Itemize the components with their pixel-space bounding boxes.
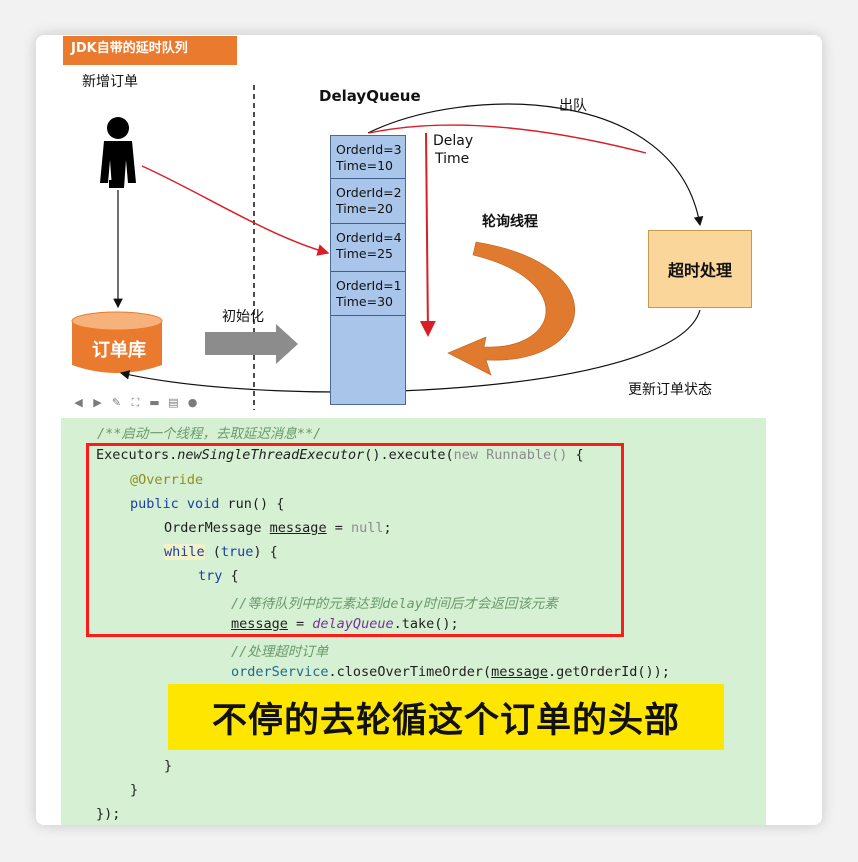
- code-line: }: [164, 758, 173, 774]
- order-time: Time=10: [336, 158, 393, 173]
- code-token: ;: [383, 520, 392, 536]
- update-status-label: 更新订单状态: [628, 382, 712, 398]
- code-token: message: [231, 616, 288, 632]
- queue-title: DelayQueue: [319, 87, 421, 105]
- order-time: Time=25: [336, 246, 393, 261]
- code-token: OrderMessage: [164, 520, 270, 536]
- code-token: ) {: [253, 544, 278, 560]
- code-line: }: [130, 782, 139, 798]
- order-id: OrderId=1: [336, 278, 402, 293]
- code-token: try: [198, 568, 223, 584]
- video-icon[interactable]: ▬: [149, 396, 160, 409]
- code-token: new Runnable(): [453, 447, 568, 463]
- queue-item: OrderId=1 Time=30: [331, 272, 405, 316]
- annotation-toolbar: ◀ ▶ ✎ ⛶ ▬ ▤ ●: [72, 396, 199, 412]
- subtitle-banner: 不停的去轮循这个订单的头部: [168, 684, 724, 750]
- play-icon[interactable]: ▶: [93, 396, 102, 409]
- note-icon[interactable]: ▤: [168, 396, 179, 409]
- order-time: Time=30: [336, 294, 393, 309]
- poll-thread-label: 轮询线程: [482, 214, 538, 230]
- code-token: {: [222, 568, 239, 584]
- new-order-label: 新增订单: [82, 74, 138, 90]
- order-id: OrderId=3: [336, 142, 402, 157]
- order-time: Time=20: [336, 201, 393, 216]
- code-line: });: [96, 806, 121, 822]
- code-token: .closeOverTimeOrder(: [328, 664, 492, 680]
- timeout-handler-box: 超时处理: [648, 230, 752, 308]
- delay-time-arrow: [419, 132, 436, 337]
- code-line: OrderMessage message = null;: [164, 520, 392, 536]
- code-token: orderService: [231, 664, 329, 680]
- back-icon[interactable]: ◀: [74, 396, 83, 409]
- order-id: OrderId=4: [336, 230, 402, 245]
- queue-item: OrderId=3 Time=10: [331, 136, 405, 179]
- code-token: while: [164, 544, 205, 560]
- time-label: Time: [435, 151, 470, 167]
- person-icon: [100, 117, 136, 188]
- queue-item: OrderId=4 Time=25: [331, 224, 405, 272]
- slide-title: JDK自带的延时队列: [63, 36, 237, 65]
- code-line: try {: [198, 568, 239, 584]
- code-line: message = delayQueue.take();: [231, 616, 459, 632]
- database-icon: [71, 311, 163, 373]
- polling-thread-arrow-icon: [447, 241, 575, 376]
- init-arrow-icon: [205, 324, 298, 364]
- code-token: .getOrderId());: [548, 664, 670, 680]
- code-token: .take();: [393, 616, 459, 632]
- slide-card: JDK自带的延时队列: [36, 35, 822, 825]
- code-token: =: [326, 520, 351, 536]
- code-token: null: [350, 520, 384, 536]
- code-token: Executors.: [96, 447, 178, 463]
- code-token: public void: [130, 496, 220, 512]
- code-token: run() {: [219, 496, 285, 512]
- code-line: Executors.newSingleThreadExecutor().exec…: [96, 447, 584, 463]
- code-token: (: [204, 544, 221, 560]
- code-token: delayQueue: [312, 616, 394, 632]
- code-highlight-box: [86, 443, 624, 637]
- dequeue-arrow: [367, 103, 704, 227]
- code-token: message: [269, 520, 327, 536]
- db-label: 订单库: [92, 340, 146, 361]
- enqueue-arrow: [141, 165, 330, 256]
- code-token: newSingleThreadExecutor: [177, 447, 365, 463]
- code-line: orderService.closeOverTimeOrder(message.…: [231, 664, 670, 680]
- pen-icon[interactable]: ✎: [111, 396, 122, 409]
- code-line: while (true) {: [164, 544, 278, 560]
- code-token: true: [220, 544, 254, 560]
- code-token: {: [567, 447, 584, 463]
- code-line: public void run() {: [130, 496, 284, 512]
- delay-queue: OrderId=3 Time=10 OrderId=2 Time=20 Orde…: [330, 135, 406, 405]
- code-comment: /**启动一个线程，去取延迟消息**/: [97, 426, 322, 442]
- timeout-label: 超时处理: [667, 261, 732, 280]
- code-comment: //等待队列中的元素达到delay时间后才会返回该元素: [231, 596, 558, 612]
- queue-item: OrderId=2 Time=20: [331, 179, 405, 224]
- code-comment: //处理超时订单: [231, 644, 329, 660]
- update-status-arrow: [119, 309, 701, 393]
- code-block: /**启动一个线程，去取延迟消息**/ Executors.newSingleT…: [61, 418, 766, 825]
- crop-icon[interactable]: ⛶: [131, 396, 140, 409]
- order-id: OrderId=2: [336, 185, 402, 200]
- code-token: ().execute(: [364, 447, 454, 463]
- code-token: message: [491, 664, 549, 680]
- code-line: @Override: [130, 472, 204, 488]
- delay-label: Delay: [433, 133, 474, 149]
- subtitle-text: 不停的去轮循这个订单的头部: [211, 700, 680, 741]
- init-label: 初始化: [222, 309, 264, 325]
- code-token: =: [287, 616, 313, 632]
- dequeue-highlight: [368, 124, 647, 154]
- more-icon[interactable]: ●: [187, 396, 198, 409]
- diagram-canvas: [71, 85, 704, 410]
- dequeue-label: 出队: [559, 98, 587, 114]
